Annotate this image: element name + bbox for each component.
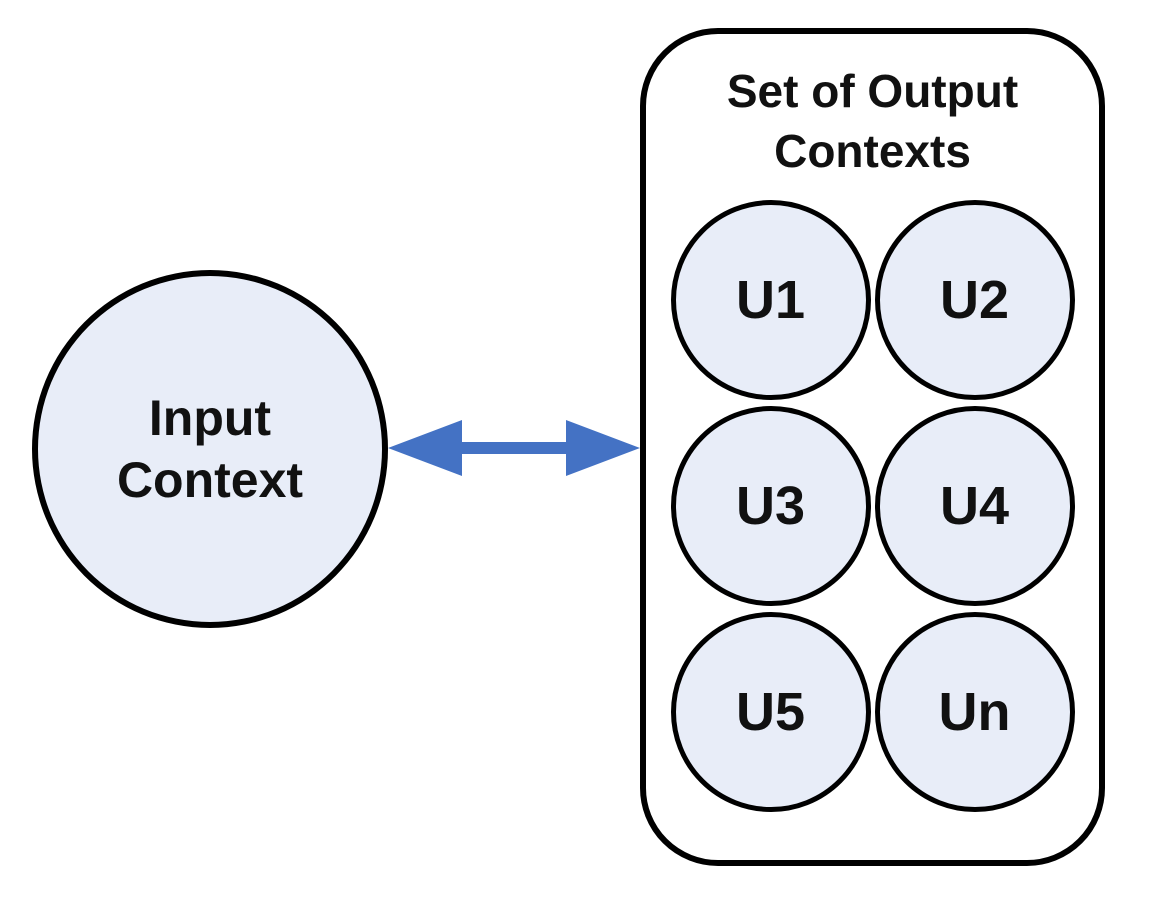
output-node-u5: U5	[670, 611, 871, 812]
output-contexts-title-line1: Set of Output	[726, 65, 1019, 117]
output-contexts-group: Set of Output Contexts U1 U2 U3 U4 U5 Un	[640, 28, 1105, 866]
output-node-u3: U3	[670, 405, 871, 606]
input-context-node: Input Context	[32, 270, 388, 628]
output-node-u4: U4	[874, 405, 1075, 606]
input-context-label-line2: Context	[116, 452, 304, 508]
output-nodes-grid: U1 U2 U3 U4 U5 Un	[646, 199, 1099, 812]
output-node-u3-label: U3	[735, 475, 806, 536]
bidirectional-arrow-icon	[388, 420, 640, 476]
output-node-u2-label: U2	[939, 269, 1010, 330]
output-node-un: Un	[874, 611, 1075, 812]
output-node-u2: U2	[874, 199, 1075, 400]
output-node-u5-label: U5	[735, 681, 806, 742]
output-node-un-label: Un	[938, 681, 1011, 742]
input-context-label-line1: Input	[148, 389, 272, 446]
output-contexts-title-line2: Contexts	[774, 124, 971, 177]
output-node-u1-label: U1	[735, 269, 806, 330]
output-contexts-title: Set of Output Contexts	[646, 62, 1099, 182]
output-node-u1: U1	[670, 199, 871, 400]
output-node-u4-label: U4	[939, 475, 1010, 536]
